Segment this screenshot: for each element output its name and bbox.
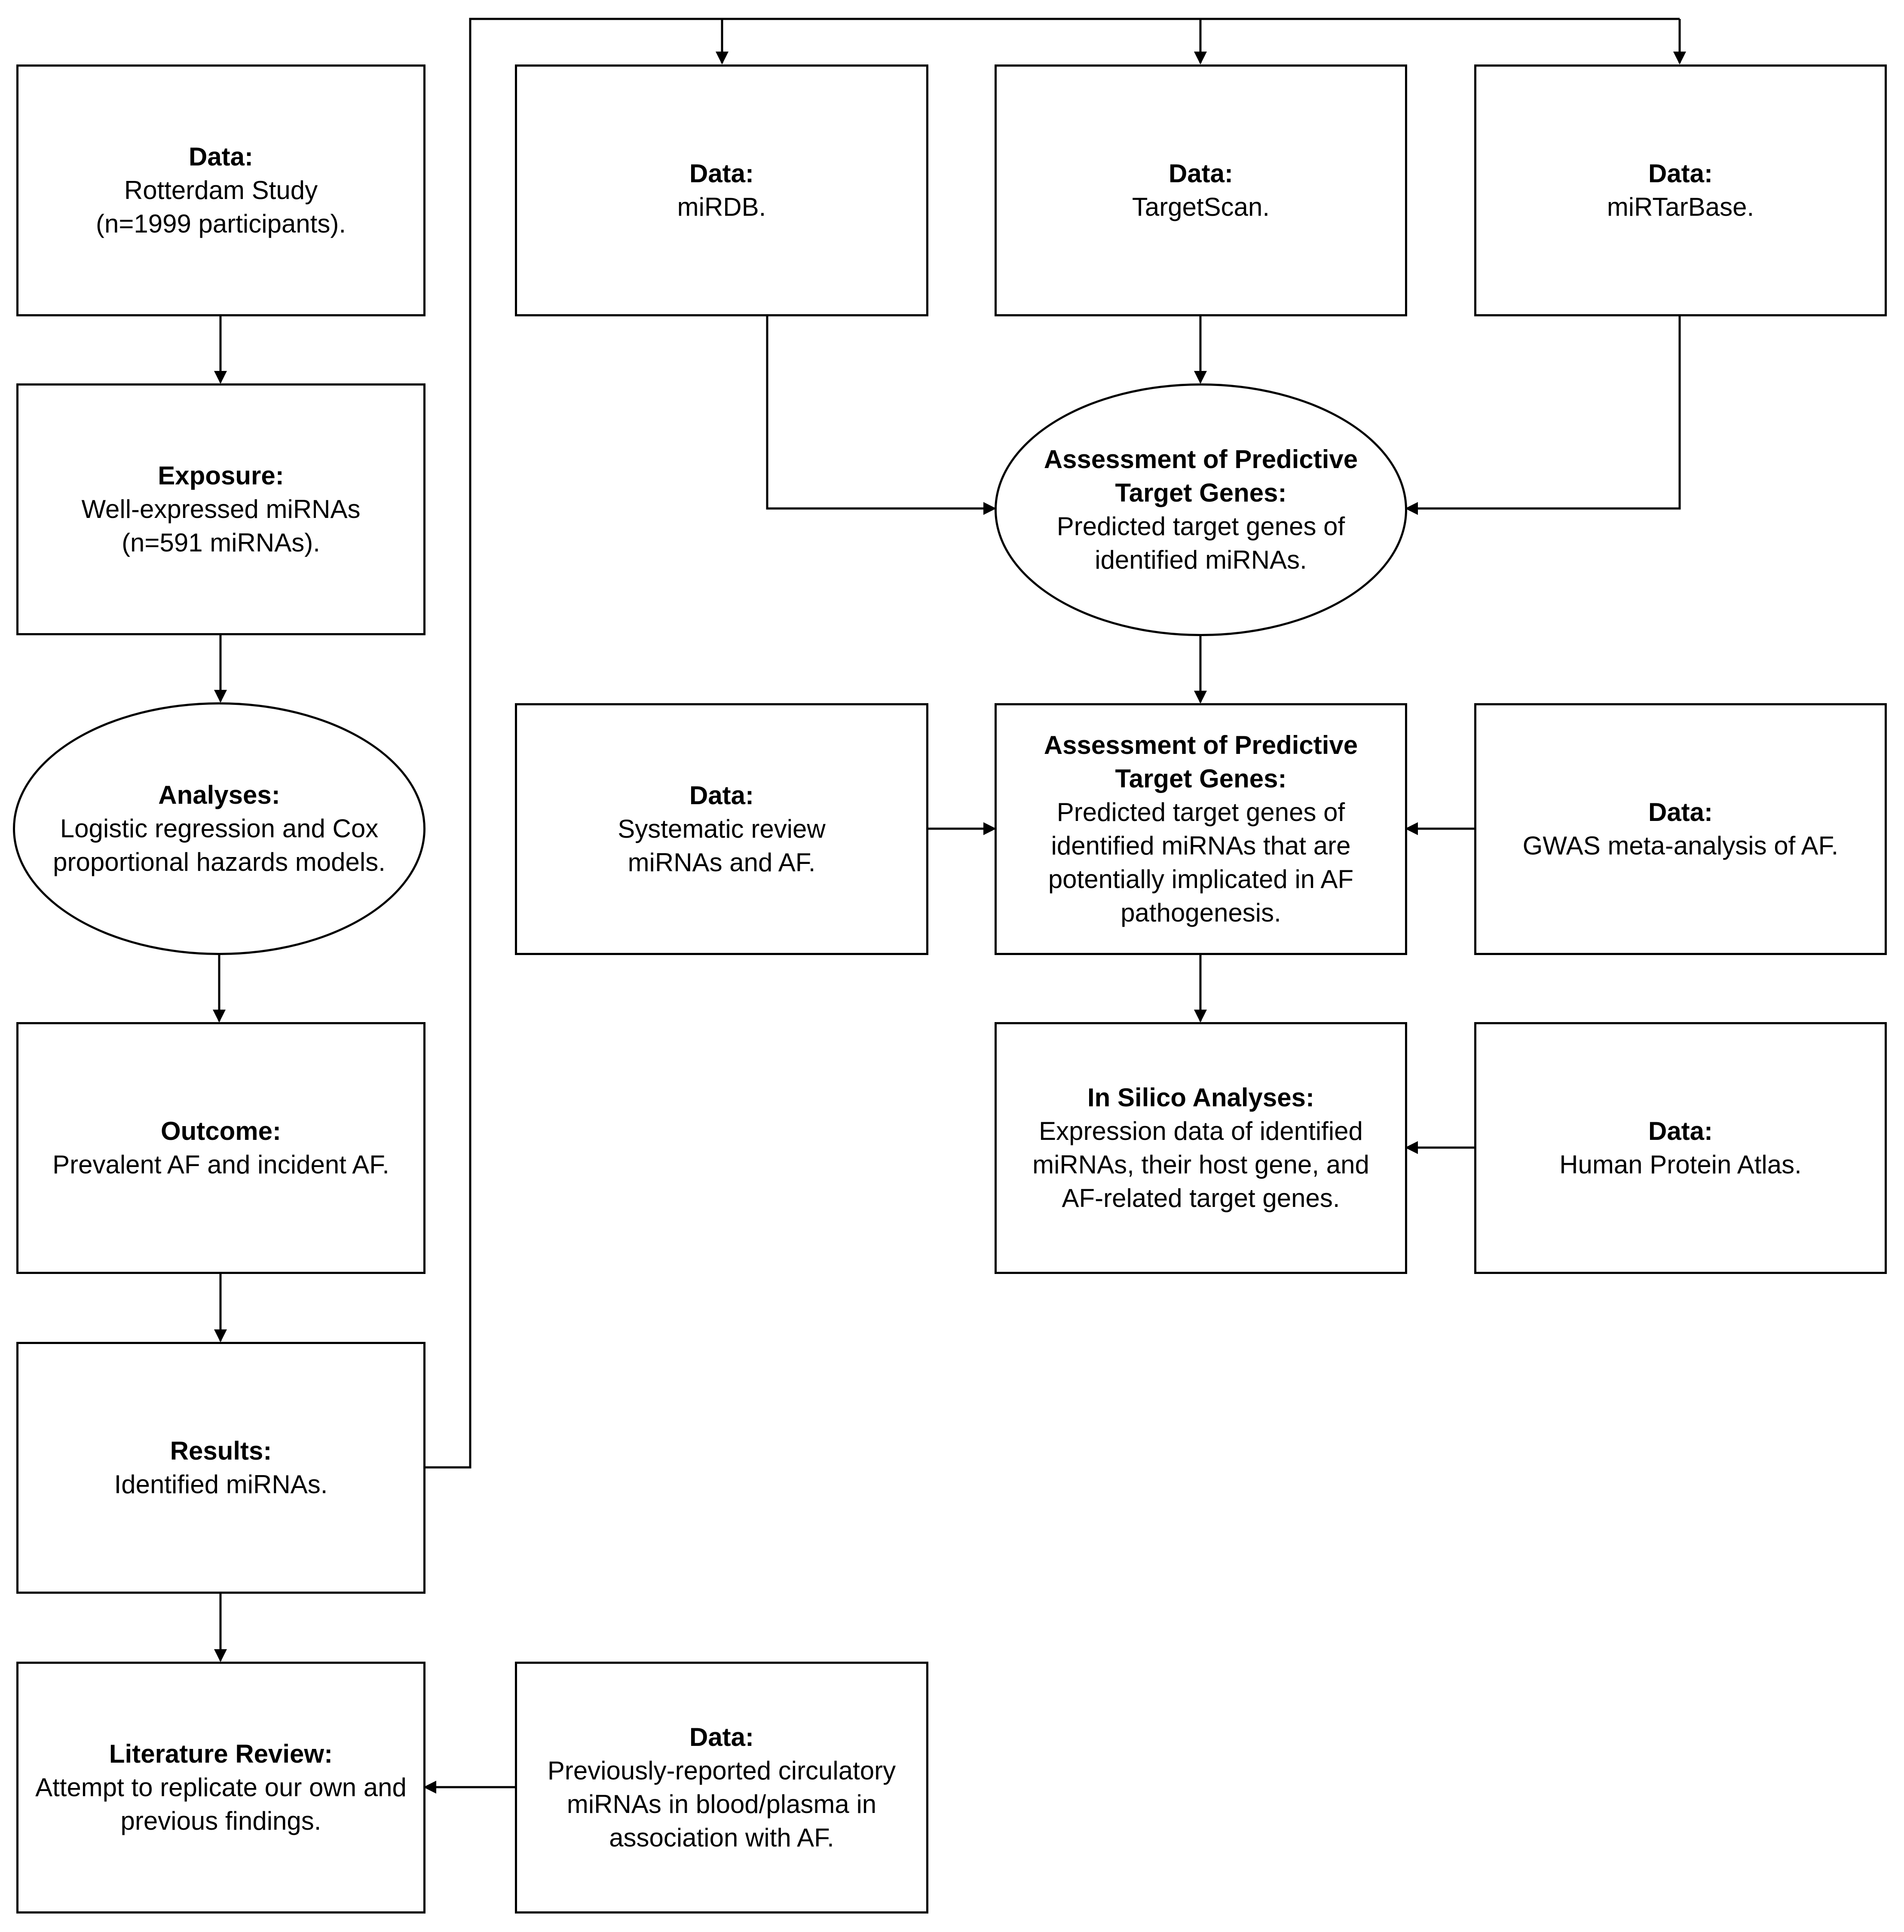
- node-systematic-review: Data: Systematic review miRNAs and AF.: [515, 703, 928, 955]
- node-text: TargetScan.: [1132, 193, 1270, 221]
- node-text: Expression data of identified miRNAs, th…: [1032, 1117, 1369, 1212]
- edge-mirdb-assess1: [766, 316, 996, 515]
- node-title: Data:: [689, 781, 754, 810]
- node-title: Data:: [1648, 798, 1713, 827]
- node-targetscan: Data: TargetScan.: [995, 64, 1407, 316]
- node-outcome: Outcome: Prevalent AF and incident AF.: [16, 1022, 425, 1274]
- node-title: Data:: [1648, 1117, 1713, 1145]
- node-mirtarbase: Data: miRTarBase.: [1474, 64, 1887, 316]
- node-title: Data:: [689, 1723, 754, 1751]
- node-text: Prevalent AF and incident AF.: [52, 1150, 389, 1179]
- node-text: Systematic review miRNAs and AF.: [618, 814, 826, 877]
- edge-results-databases: [425, 18, 1680, 1469]
- node-text: Predicted target genes of identified miR…: [1048, 798, 1354, 927]
- node-title: Data:: [1648, 159, 1713, 188]
- node-gwas: Data: GWAS meta-analysis of AF.: [1474, 703, 1887, 955]
- node-mirdb: Data: miRDB.: [515, 64, 928, 316]
- node-in-silico: In Silico Analyses: Expression data of i…: [995, 1022, 1407, 1274]
- node-text: Predicted target genes of identified miR…: [1056, 512, 1345, 574]
- node-title: Assessment of Predictive Target Genes:: [1044, 731, 1358, 793]
- node-text: Well-expressed miRNAs (n=591 miRNAs).: [81, 495, 361, 557]
- node-title: Data:: [689, 159, 754, 188]
- node-title: Data:: [188, 142, 254, 171]
- node-text: Rotterdam Study (n=1999 participants).: [95, 176, 346, 238]
- node-assessment-1: Assessment of Predictive Target Genes: P…: [995, 383, 1407, 636]
- node-previous-mirnas: Data: Previously-reported circulatory mi…: [515, 1662, 928, 1914]
- node-text: Logistic regression and Cox proportional…: [53, 814, 386, 876]
- node-text: Human Protein Atlas.: [1559, 1150, 1802, 1179]
- node-text: Identified miRNAs.: [114, 1470, 328, 1499]
- node-title: Outcome:: [160, 1117, 282, 1145]
- node-text: Attempt to replicate our own and previou…: [35, 1773, 407, 1835]
- node-assessment-2: Assessment of Predictive Target Genes: P…: [995, 703, 1407, 955]
- node-results: Results: Identified miRNAs.: [16, 1342, 425, 1594]
- node-title: Data:: [1168, 159, 1234, 188]
- node-rotterdam: Data: Rotterdam Study (n=1999 participan…: [16, 64, 425, 316]
- node-text: miRDB.: [677, 193, 766, 221]
- node-text: GWAS meta-analysis of AF.: [1522, 831, 1839, 860]
- node-human-protein-atlas: Data: Human Protein Atlas.: [1474, 1022, 1887, 1274]
- node-title: Literature Review:: [109, 1739, 333, 1768]
- node-analyses: Analyses: Logistic regression and Cox pr…: [13, 702, 425, 955]
- edge-mirtarbase-assess1: [1405, 316, 1681, 515]
- node-title: Exposure:: [158, 461, 284, 490]
- node-text: Previously-reported circulatory miRNAs i…: [547, 1756, 896, 1852]
- node-title: In Silico Analyses:: [1087, 1083, 1314, 1112]
- node-text: miRTarBase.: [1607, 193, 1754, 221]
- node-title: Assessment of Predictive Target Genes:: [1044, 445, 1358, 507]
- node-exposure: Exposure: Well-expressed miRNAs (n=591 m…: [16, 383, 425, 635]
- node-title: Analyses:: [158, 781, 280, 809]
- node-literature-review: Literature Review: Attempt to replicate …: [16, 1662, 425, 1914]
- node-title: Results:: [170, 1436, 272, 1465]
